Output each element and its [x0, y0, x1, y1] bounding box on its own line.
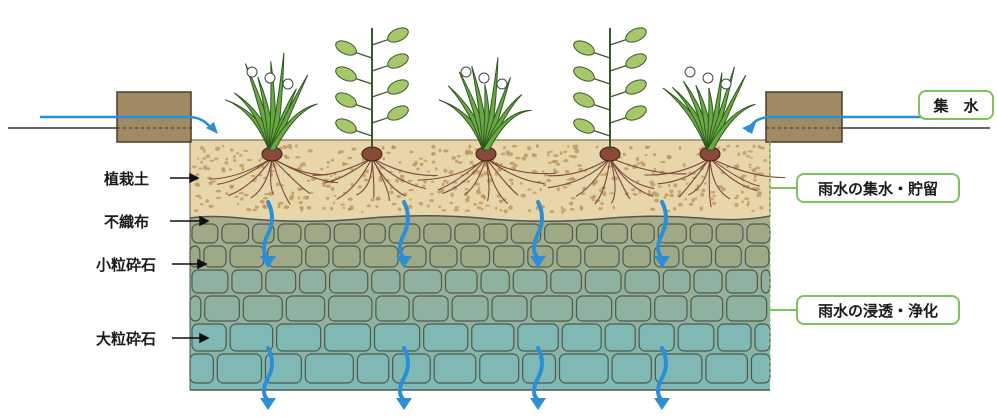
stone	[286, 296, 324, 321]
stone	[306, 246, 329, 267]
stone	[243, 296, 282, 321]
stone	[424, 324, 468, 351]
stone	[545, 224, 573, 243]
stone	[305, 224, 330, 243]
stone	[513, 270, 546, 293]
stone	[678, 324, 714, 351]
stone	[230, 246, 264, 267]
stone	[761, 270, 770, 293]
stone	[461, 246, 490, 267]
stone	[623, 246, 650, 267]
stone	[452, 296, 488, 321]
stone	[551, 270, 582, 293]
inflow-arrow-right	[742, 122, 756, 134]
stone	[616, 296, 651, 321]
stone	[562, 324, 601, 351]
stone	[716, 224, 743, 243]
stone	[393, 354, 431, 383]
stone	[694, 270, 722, 293]
stone	[278, 224, 301, 243]
stone	[585, 270, 621, 293]
label-planting-soil: 植栽土	[104, 168, 149, 189]
stone	[751, 354, 770, 383]
stone	[726, 270, 757, 293]
stone	[716, 246, 742, 267]
stone	[222, 224, 249, 243]
stone	[232, 270, 262, 293]
callout-collect-store: 雨水の集水・貯留	[796, 173, 960, 203]
stone	[325, 324, 371, 351]
stone	[404, 270, 442, 293]
stone	[480, 354, 519, 383]
stone	[300, 270, 326, 293]
stone	[455, 224, 480, 243]
stone	[663, 270, 690, 293]
stone	[639, 324, 674, 351]
stone	[192, 224, 218, 243]
stone	[192, 270, 228, 293]
stone	[559, 354, 608, 383]
stone	[413, 296, 448, 321]
stone	[472, 324, 514, 351]
stone	[424, 224, 451, 243]
callout-water-collection: 集 水	[918, 90, 994, 120]
stone	[190, 296, 201, 321]
stone	[655, 296, 687, 321]
stone	[755, 324, 770, 351]
stone	[745, 246, 769, 267]
stone	[434, 354, 476, 383]
stone	[364, 224, 385, 243]
stone	[266, 270, 296, 293]
stone	[430, 246, 457, 267]
stone	[484, 224, 507, 243]
stone	[333, 246, 360, 267]
stone	[364, 246, 398, 267]
stone	[631, 224, 654, 243]
label-large-crushed-stone: 大粒砕石	[96, 328, 156, 349]
stone	[557, 246, 581, 267]
stone	[576, 224, 597, 243]
crushed-stone-layer	[190, 216, 770, 390]
stone	[492, 296, 527, 321]
stone	[690, 224, 712, 243]
stone	[481, 270, 509, 293]
stone	[372, 270, 400, 293]
stone	[576, 296, 611, 321]
stone	[357, 354, 388, 383]
label-nonwoven-fabric: 不織布	[104, 211, 149, 232]
stone	[612, 354, 651, 383]
stone	[625, 270, 659, 293]
stone	[190, 354, 213, 383]
stone	[605, 324, 635, 351]
stone	[601, 224, 627, 243]
stone	[334, 224, 360, 243]
stone	[376, 296, 409, 321]
stone	[205, 296, 240, 321]
stone	[585, 246, 619, 267]
stone	[217, 354, 261, 383]
stone	[277, 324, 321, 351]
label-small-crushed-stone: 小粒砕石	[96, 254, 156, 275]
stone	[494, 246, 524, 267]
callout-infiltrate-purify: 雨水の浸透・浄化	[796, 295, 960, 325]
stone	[718, 324, 751, 351]
stone	[747, 224, 770, 243]
stone	[445, 270, 477, 293]
stone	[330, 270, 368, 293]
stone	[683, 246, 712, 267]
stone	[706, 354, 748, 383]
stone	[230, 324, 272, 351]
stone	[727, 296, 767, 321]
stone	[531, 296, 572, 321]
stone	[691, 296, 723, 321]
stone	[305, 354, 353, 383]
stone	[329, 296, 372, 321]
stone	[375, 324, 420, 351]
